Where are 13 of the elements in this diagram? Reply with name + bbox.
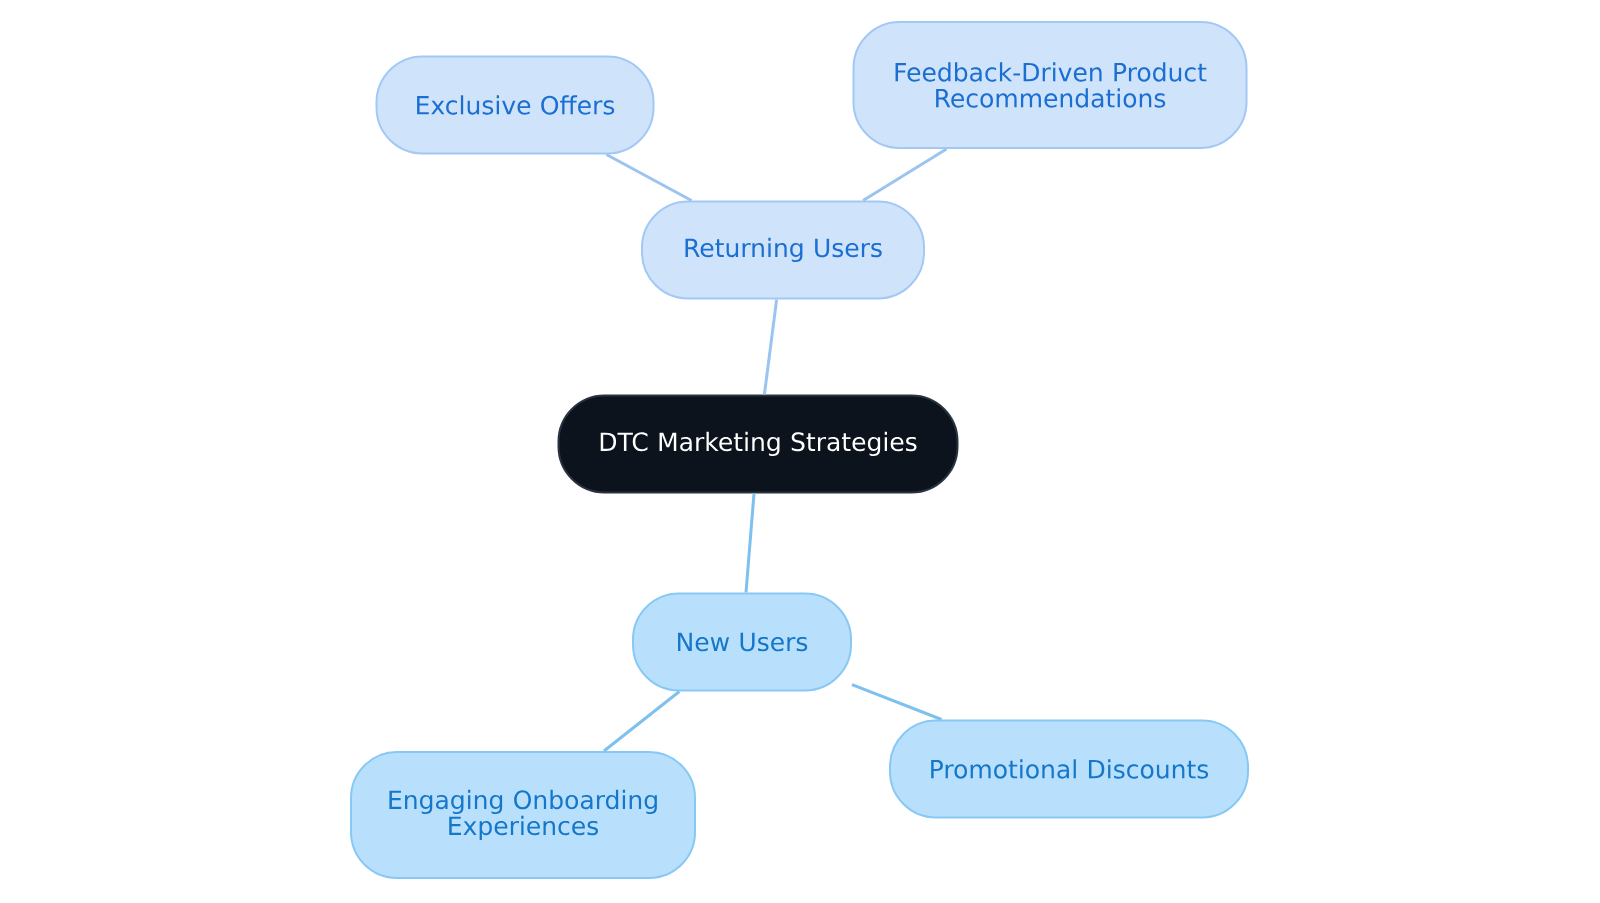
subtopic-box: Promotional Discounts	[889, 719, 1249, 819]
topic-box: New Users	[632, 592, 852, 692]
connector-line	[605, 153, 693, 202]
subtopic-box: Exclusive Offers	[375, 55, 655, 155]
connector-line	[762, 299, 779, 395]
root-box: DTC Marketing Strategies	[557, 394, 959, 494]
connector-line	[744, 493, 756, 593]
connector-line	[851, 683, 943, 721]
connector-line	[603, 690, 681, 753]
topic-box: Returning Users	[641, 200, 925, 300]
subtopic-box: Engaging Onboarding Experiences	[350, 751, 696, 879]
subtopic-box: Feedback-Driven Product Recommendations	[852, 21, 1248, 149]
connector-line	[862, 147, 948, 202]
